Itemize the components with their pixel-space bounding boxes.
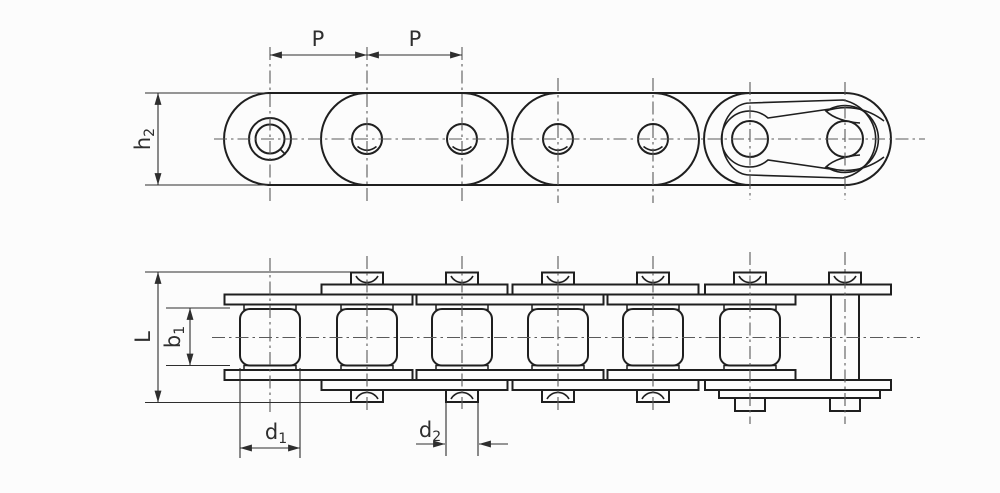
clip-plate	[718, 389, 881, 399]
outer-plate	[704, 283, 892, 296]
outer-plate	[704, 379, 892, 391]
bushing-split	[279, 148, 287, 156]
dimension-plate-height: h2	[131, 92, 268, 186]
roller-diameter-label: d1	[265, 420, 287, 447]
outer-plate	[320, 379, 509, 391]
pitch-label-b: P	[409, 27, 422, 51]
clip-body	[720, 104, 880, 174]
plan-view	[223, 271, 892, 412]
pitch-label-a: P	[312, 27, 325, 51]
center-lines	[212, 47, 925, 424]
dimension-pin-diameter: d2	[416, 403, 508, 456]
dimension-pitch: P P	[270, 27, 462, 59]
dimension-inner-width: b1	[161, 307, 230, 367]
clip-prong-top	[824, 106, 885, 124]
inner-plate	[223, 369, 414, 381]
inner-plate	[606, 369, 797, 381]
inner-plate	[415, 293, 605, 306]
plate-height-label: h2	[131, 128, 158, 150]
inner-plate	[415, 369, 605, 381]
inner-plate	[223, 293, 414, 306]
plan-plates	[223, 283, 892, 399]
pin-length-label: L	[131, 331, 155, 343]
dimension-roller-diameter: d1	[239, 368, 301, 458]
outer-plate	[320, 283, 509, 296]
outer-plate	[511, 283, 700, 296]
inner-width-label: b1	[161, 326, 188, 348]
dimension-pin-length: L	[131, 271, 350, 404]
outer-plate	[511, 379, 700, 391]
inner-plate	[606, 293, 797, 306]
pin-diameter-label: d2	[419, 418, 441, 445]
clip-prong-bottom	[824, 154, 885, 172]
